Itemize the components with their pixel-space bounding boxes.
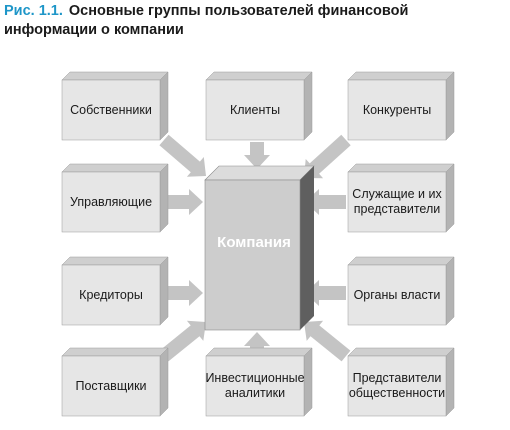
- arrow-analysts: [244, 332, 270, 352]
- arrow-owners: [159, 134, 206, 177]
- arrow-clients: [244, 142, 270, 169]
- arrows-layer: [159, 134, 351, 362]
- arrow-creditors: [164, 280, 203, 306]
- box-suppliers-label: Поставщики: [75, 378, 147, 393]
- arrow-competitors: [304, 134, 351, 179]
- box-employees-label: Служащие и их представители: [352, 187, 442, 216]
- box-public: [347, 347, 455, 417]
- box-competitors-label: Конкуренты: [362, 102, 432, 117]
- box-suppliers: [61, 347, 169, 417]
- center-top-face: [204, 165, 315, 181]
- box-public-label: Представители общественности: [348, 371, 446, 400]
- box-clients: [205, 71, 313, 141]
- box-analysts: [205, 347, 313, 417]
- box-managers: [61, 163, 169, 233]
- center-label: Компания: [217, 234, 291, 251]
- figure-title: Основные группы пользователей финансовой…: [4, 3, 409, 38]
- center-side-face: [300, 166, 314, 330]
- box-competitors: [347, 71, 455, 141]
- center-box: [204, 165, 315, 331]
- box-clients-label: Клиенты: [229, 102, 281, 117]
- box-creditors: [61, 256, 169, 326]
- figure-caption: Рис. 1.1.Основные группы пользователей ф…: [4, 2, 504, 40]
- box-owners-label: Собственники: [70, 102, 152, 117]
- box-managers-label: Управляющие: [69, 194, 153, 209]
- center-front-face: [204, 179, 301, 331]
- arrow-employees: [305, 189, 346, 215]
- arrow-suppliers: [159, 320, 206, 362]
- box-authorities: [347, 256, 455, 326]
- box-analysts-label: Инвестиционные аналитики: [205, 371, 305, 400]
- box-employees: [347, 163, 455, 233]
- arrow-public: [304, 320, 351, 362]
- figure-number: Рис. 1.1.: [4, 3, 63, 19]
- arrow-managers: [164, 189, 203, 215]
- boxes-layer: [61, 71, 455, 417]
- box-creditors-label: Кредиторы: [79, 287, 143, 302]
- arrow-authorities: [305, 280, 346, 306]
- box-owners: [61, 71, 169, 141]
- box-authorities-label: Органы власти: [353, 287, 441, 302]
